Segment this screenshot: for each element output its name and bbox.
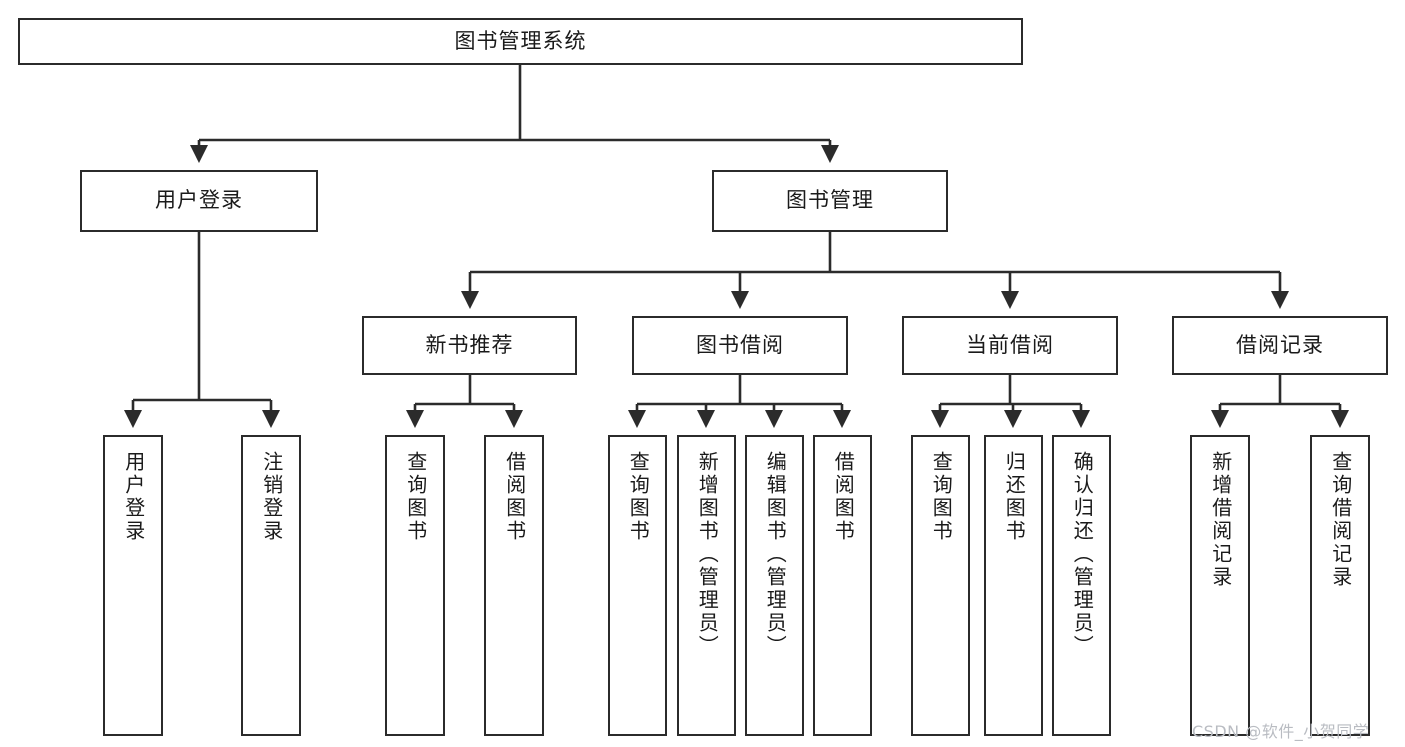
node-leaf-add-book-label: 新增图书（管理员） xyxy=(695,451,720,658)
node-borrow-record-label: 借阅记录 xyxy=(1236,332,1324,357)
node-leaf-add-record[interactable]: 新增借阅记录 xyxy=(1190,435,1250,736)
node-leaf-borrow-book-label: 借阅图书 xyxy=(831,451,856,543)
node-leaf-user-login-label: 用户登录 xyxy=(121,451,146,543)
node-current-borrow[interactable]: 当前借阅 xyxy=(902,316,1118,375)
node-leaf-user-login[interactable]: 用户登录 xyxy=(103,435,163,736)
node-book-borrow-label: 图书借阅 xyxy=(696,332,784,357)
node-leaf-add-record-label: 新增借阅记录 xyxy=(1208,451,1233,589)
node-leaf-borrow-book-rec[interactable]: 借阅图书 xyxy=(484,435,544,736)
node-leaf-query-record[interactable]: 查询借阅记录 xyxy=(1310,435,1370,736)
node-leaf-borrow-book-rec-label: 借阅图书 xyxy=(502,451,527,543)
node-leaf-logout-label: 注销登录 xyxy=(259,451,284,543)
node-leaf-query-book-cur-label: 查询图书 xyxy=(929,451,954,543)
node-leaf-confirm-return-label: 确认归还（管理员） xyxy=(1070,451,1095,658)
node-leaf-logout[interactable]: 注销登录 xyxy=(241,435,301,736)
node-book-borrow[interactable]: 图书借阅 xyxy=(632,316,848,375)
node-leaf-query-book-borrow[interactable]: 查询图书 xyxy=(608,435,667,736)
node-borrow-record[interactable]: 借阅记录 xyxy=(1172,316,1388,375)
node-new-book-rec[interactable]: 新书推荐 xyxy=(362,316,577,375)
node-leaf-edit-book[interactable]: 编辑图书（管理员） xyxy=(745,435,804,736)
node-leaf-borrow-book[interactable]: 借阅图书 xyxy=(813,435,872,736)
node-current-borrow-label: 当前借阅 xyxy=(966,332,1054,357)
node-leaf-return-book-label: 归还图书 xyxy=(1002,451,1027,543)
node-leaf-edit-book-label: 编辑图书（管理员） xyxy=(763,451,788,658)
node-leaf-return-book[interactable]: 归还图书 xyxy=(984,435,1043,736)
node-book-manage-label: 图书管理 xyxy=(786,188,874,213)
node-user-login-label: 用户登录 xyxy=(155,188,243,213)
node-leaf-add-book[interactable]: 新增图书（管理员） xyxy=(677,435,736,736)
node-user-login[interactable]: 用户登录 xyxy=(80,170,318,232)
csdn-watermark: CSDN @软件_小贺同学 xyxy=(1192,722,1370,741)
node-leaf-query-book-borrow-label: 查询图书 xyxy=(626,451,651,543)
node-leaf-query-book-rec-label: 查询图书 xyxy=(403,451,428,543)
node-leaf-confirm-return[interactable]: 确认归还（管理员） xyxy=(1052,435,1111,736)
node-new-book-rec-label: 新书推荐 xyxy=(425,332,514,357)
node-root-label: 图书管理系统 xyxy=(454,28,587,53)
node-leaf-query-record-label: 查询借阅记录 xyxy=(1328,451,1353,589)
node-book-manage[interactable]: 图书管理 xyxy=(712,170,948,232)
node-leaf-query-book-rec[interactable]: 查询图书 xyxy=(385,435,445,736)
node-leaf-query-book-cur[interactable]: 查询图书 xyxy=(911,435,970,736)
node-root[interactable]: 图书管理系统 xyxy=(18,18,1023,65)
